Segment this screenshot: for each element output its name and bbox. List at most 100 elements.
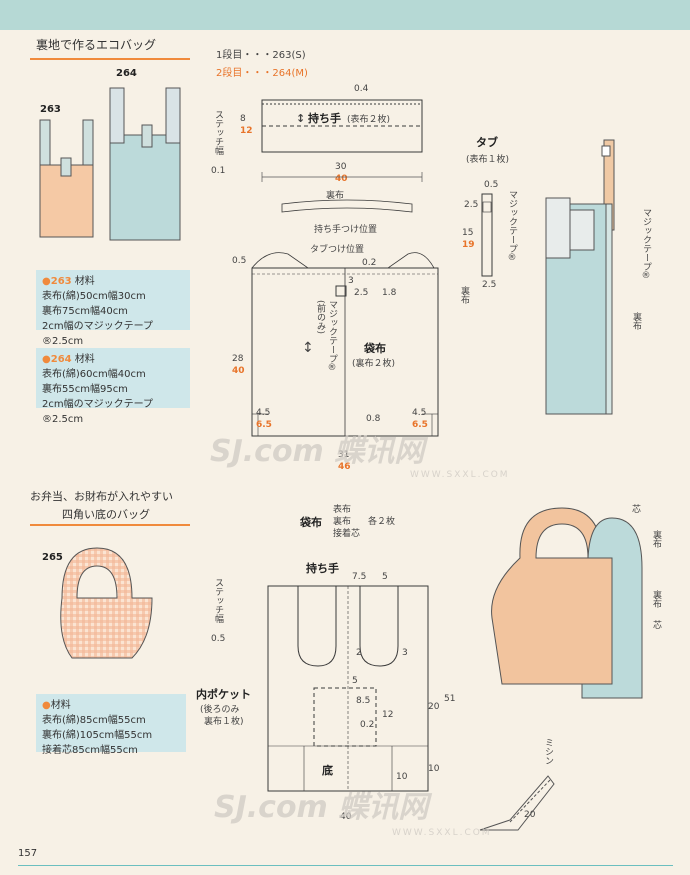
body-front-only: (前のみ) bbox=[315, 300, 325, 335]
section2-illus-core2: 芯 bbox=[651, 620, 661, 629]
materials-263-num: 263 bbox=[50, 276, 72, 287]
body-corner-left-m: 6.5 bbox=[256, 420, 272, 430]
body-dim-height-m: 40 bbox=[232, 366, 245, 376]
section2-title-line2: 四角い底のバッグ bbox=[62, 508, 150, 521]
materials-265-line: 裏布(綿)105cm幅55cm bbox=[42, 730, 153, 741]
tab-position-label: タブつけ位置 bbox=[310, 245, 365, 255]
body-dim-height: 28 bbox=[232, 354, 244, 364]
body-dim-02: 0.2 bbox=[362, 258, 377, 268]
tab-dim-25-bottom: 2.5 bbox=[482, 280, 497, 290]
materials-265: ●材料 表布(綿)85cm幅55cm 裏布(綿)105cm幅55cm 接着芯85… bbox=[36, 694, 186, 756]
handle-dim-width-m: 40 bbox=[335, 174, 348, 184]
section2-illus-sewing: ミシン bbox=[543, 738, 553, 765]
section2-illus-lining2: 裏布 bbox=[651, 590, 661, 608]
materials-264-num: 264 bbox=[50, 354, 72, 365]
section2-dim-40: 40 bbox=[340, 812, 352, 822]
tab-dim-15-m: 19 bbox=[462, 240, 475, 250]
handle-width-dimension bbox=[261, 172, 423, 182]
materials-264-line: 表布(綿)60cm幅40cm bbox=[42, 369, 146, 380]
section2-handle-title: 持ち手 bbox=[306, 562, 339, 575]
materials-265-line: 接着芯85cm幅55cm bbox=[42, 745, 138, 756]
body-margin-left: 0.5 bbox=[232, 256, 247, 266]
body-dim-08: 0.8 bbox=[366, 414, 381, 424]
legend-line2: 2段目・・・264(M) bbox=[216, 68, 308, 79]
materials-265-head: 材料 bbox=[50, 700, 71, 711]
section2-underline bbox=[30, 524, 190, 526]
body-dim-3: 3 bbox=[348, 276, 354, 286]
section2-dim-85: 8.5 bbox=[356, 696, 371, 706]
materials-264-head: 材料 bbox=[74, 354, 95, 365]
body-dim-width-m: 46 bbox=[338, 462, 351, 472]
body-sub: (裏布２枚) bbox=[352, 359, 396, 369]
bag-265-illustration bbox=[60, 547, 153, 659]
section2-stitch-value: 0.5 bbox=[211, 634, 226, 644]
tab-magic-tape: マジックテープ® bbox=[507, 190, 517, 263]
page-number: 157 bbox=[18, 848, 38, 859]
section2-illus-core: 芯 bbox=[632, 505, 642, 515]
handle-position-label: 持ち手つけ位置 bbox=[314, 225, 378, 235]
tab-sub: (表布１枚) bbox=[466, 155, 510, 165]
section2-dim-75: 7.5 bbox=[352, 572, 367, 582]
section2-pocket-title: 内ポケット bbox=[196, 688, 251, 701]
section2-bag-illustration bbox=[491, 507, 643, 699]
section2-body-count: 各２枚 bbox=[368, 517, 396, 527]
materials-263-line: 2cm幅のマジックテープ®2.5cm bbox=[42, 321, 154, 347]
bottom-rule bbox=[18, 865, 673, 866]
section2-body-part: 表布 bbox=[333, 505, 352, 515]
top-bar bbox=[0, 0, 690, 30]
materials-264-line: 2cm幅のマジックテープ®2.5cm bbox=[42, 399, 154, 425]
tab-pattern bbox=[481, 193, 493, 277]
section2-pocket-sub2: 裏布１枚) bbox=[204, 717, 244, 727]
handle-stitch-value: 0.1 bbox=[211, 166, 226, 176]
body-corner-left: 4.5 bbox=[256, 408, 271, 418]
section2-title-line1: お弁当、お財布が入れやすい bbox=[30, 490, 173, 503]
section2-dim-12: 12 bbox=[382, 710, 394, 720]
section2-corner-detail bbox=[479, 775, 555, 831]
section1-title: 裏地で作るエコバッグ bbox=[36, 38, 157, 52]
tab-title: タブ bbox=[476, 136, 498, 149]
materials-263-line: 裏布75cm幅40cm bbox=[42, 306, 128, 317]
body-arrow: ↕ bbox=[302, 340, 314, 356]
watermark-1-sub: WWW.SXXL.COM bbox=[410, 470, 510, 480]
section2-dim-02: 0.2 bbox=[360, 720, 375, 730]
body-corner-right-m: 6.5 bbox=[412, 420, 428, 430]
section2-dim-5b: 5 bbox=[352, 676, 358, 686]
bag-263-label: 263 bbox=[40, 104, 61, 115]
materials-265-line: 表布(綿)85cm幅55cm bbox=[42, 715, 146, 726]
body-dim-width: 31 bbox=[338, 450, 350, 460]
bag-264-label: 264 bbox=[116, 68, 137, 79]
materials-264-line: 裏布55cm幅95cm bbox=[42, 384, 128, 395]
body-magic-tape: マジックテープ® bbox=[327, 300, 337, 373]
section2-body-part: 接着芯 bbox=[333, 529, 361, 539]
watermark-1: SJ.com 蝶讯网 bbox=[210, 434, 425, 469]
section2-dim-2: 2 bbox=[356, 648, 362, 658]
pattern-page: 裏地で作るエコバッグ 263 264 ●263 材料 表布(綿)50cm幅30c… bbox=[0, 30, 690, 875]
legend-line1: 1段目・・・263(S) bbox=[216, 50, 306, 61]
handle-stitch-label: ステッチ幅 bbox=[213, 110, 223, 155]
body-dim-18: 1.8 bbox=[382, 288, 397, 298]
section2-body-title: 袋布 bbox=[300, 516, 322, 529]
section2-dim-20: 20 bbox=[428, 702, 440, 712]
materials-264: ●264 材料 表布(綿)60cm幅40cm 裏布55cm幅95cm 2cm幅の… bbox=[36, 348, 190, 425]
materials-263-line: 表布(綿)50cm幅30cm bbox=[42, 291, 146, 302]
handle-sub: (表布２枚) bbox=[347, 115, 391, 125]
section2-body-part: 裏布 bbox=[333, 517, 352, 527]
watermark-2: SJ.com 蝶讯网 bbox=[214, 790, 429, 825]
eco-bag-side-illustration bbox=[545, 139, 615, 415]
body-title: 袋布 bbox=[364, 342, 386, 355]
section2-dim-3: 3 bbox=[402, 648, 408, 658]
section2-dim-51: 51 bbox=[444, 694, 456, 704]
section1-underline bbox=[30, 58, 190, 60]
handle-dim-height: 8 bbox=[240, 114, 246, 124]
section2-dim-10b: 10 bbox=[396, 772, 408, 782]
body-dim-25: 2.5 bbox=[354, 288, 369, 298]
bag-265-label: 265 bbox=[42, 552, 63, 563]
section2-dim-5: 5 bbox=[382, 572, 388, 582]
section2-stitch-label: ステッチ幅 bbox=[213, 578, 223, 623]
handle-dim-width: 30 bbox=[335, 162, 347, 172]
handle-pattern bbox=[261, 99, 423, 153]
watermark-2-sub: WWW.SXXL.COM bbox=[392, 828, 492, 838]
tab-dim-25: 2.5 bbox=[464, 200, 479, 210]
body-corner-right: 4.5 bbox=[412, 408, 427, 418]
lining-strip bbox=[281, 199, 413, 213]
